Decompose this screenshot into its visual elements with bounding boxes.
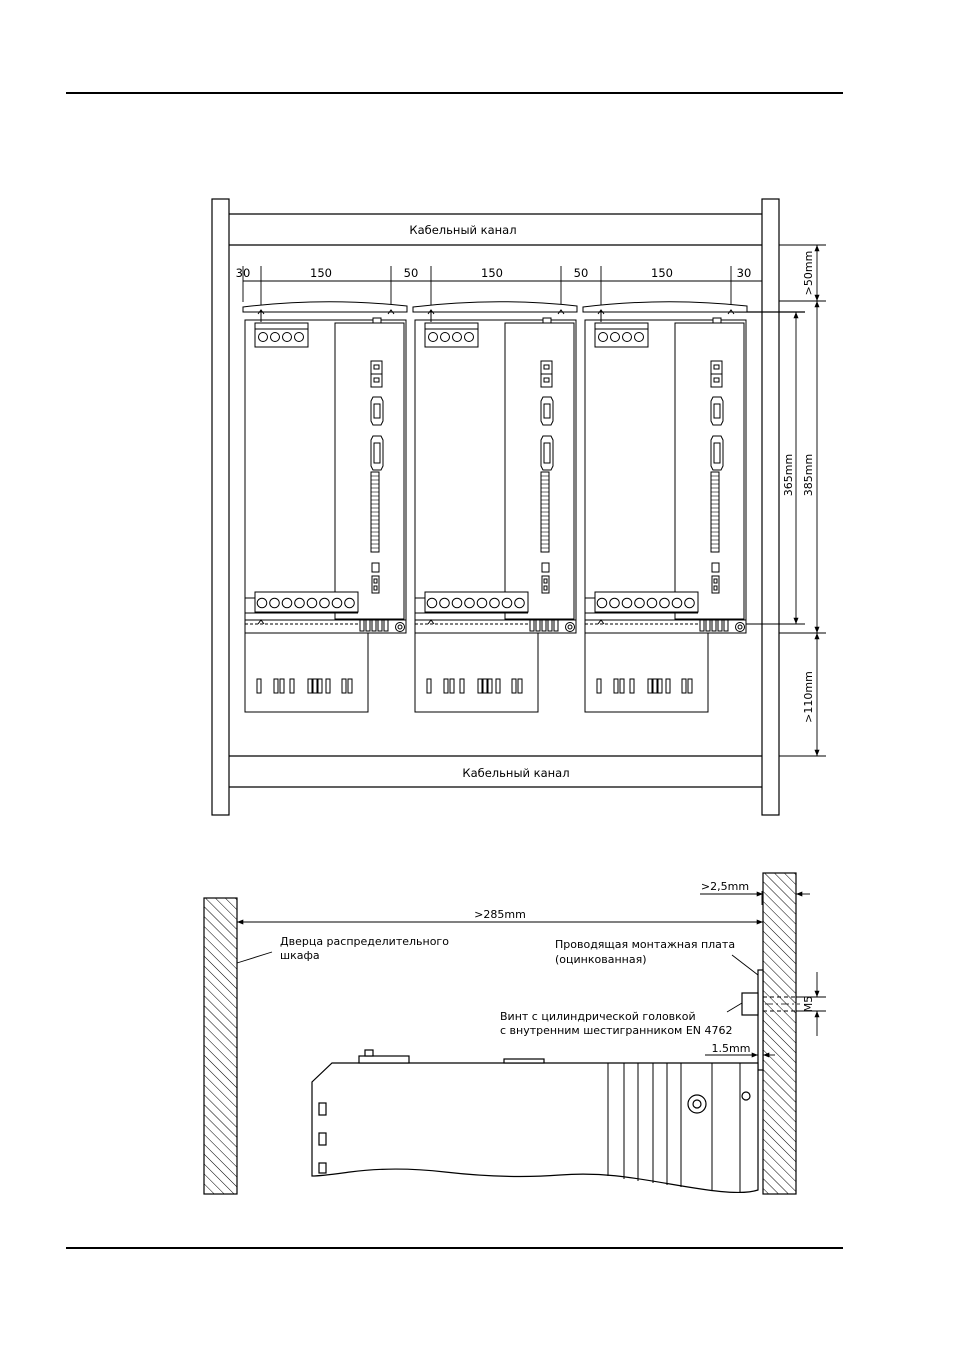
cable-channel-top-label: Кабельный канал [409, 223, 516, 237]
dim-screw-label: M5 [802, 996, 815, 1013]
plate-label-line2: (оцинкованная) [555, 953, 646, 966]
drive-unit-1 [243, 302, 407, 712]
cable-channel-bottom-label: Кабельный канал [462, 766, 569, 780]
spacing-label-5: 50 [574, 266, 589, 280]
right-rail [762, 199, 779, 815]
dim-outer-height: 385mm [802, 454, 815, 496]
screw-label-line1: Винт с цилиндрической головкой [500, 1010, 696, 1023]
left-rail [212, 199, 229, 815]
spacing-label-1: 30 [236, 266, 251, 280]
spacing-label-2: 150 [310, 266, 332, 280]
dim-top-clearance: >50mm [802, 251, 815, 296]
screw-head [742, 993, 758, 1015]
dim-plate-label: >2,5mm [701, 880, 749, 893]
drive-unit-3 [583, 302, 747, 712]
drive-unit-2 [413, 302, 577, 712]
dim-inner-height: 365mm [782, 454, 795, 496]
cabinet-door [204, 898, 237, 1194]
dim-depth-label: >285mm [474, 908, 526, 921]
dim-gap-label: 1.5mm [712, 1042, 751, 1055]
door-label-line2: шкафа [280, 949, 320, 962]
door-label-line1: Дверца распределительного [280, 935, 449, 948]
spacing-label-4: 150 [481, 266, 503, 280]
spacing-label-7: 30 [737, 266, 752, 280]
screw-label-line2: с внутренним шестигранником EN 4762 [500, 1024, 733, 1037]
front-view [212, 199, 826, 815]
spacing-label-3: 50 [404, 266, 419, 280]
dim-bottom-clearance: >110mm [802, 671, 815, 723]
mounting-plate [763, 873, 796, 1194]
drive-units [243, 302, 747, 712]
plate-label-line1: Проводящая монтажная плата [555, 938, 735, 951]
spacing-label-6: 150 [651, 266, 673, 280]
drive-side-profile [312, 1063, 758, 1192]
